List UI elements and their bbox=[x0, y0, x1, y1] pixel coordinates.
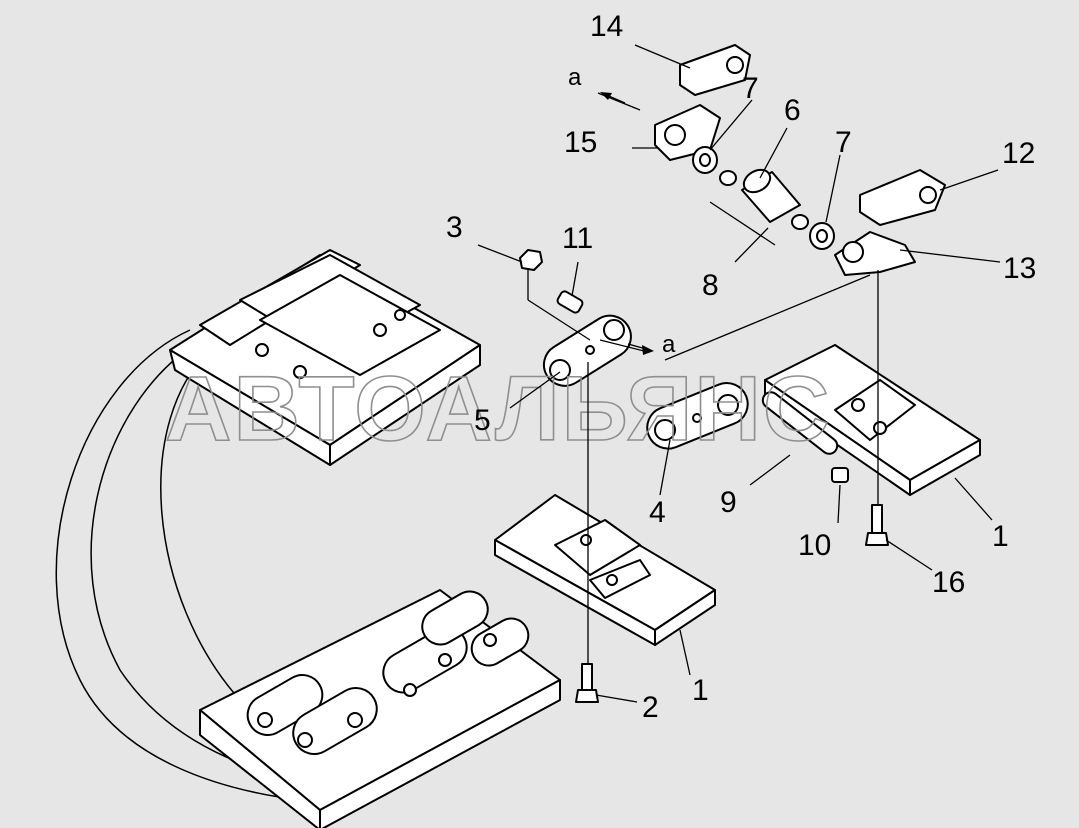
callout-6: 6 bbox=[784, 94, 801, 127]
arrow-label-a-mid: a bbox=[662, 331, 676, 358]
callout-16: 16 bbox=[932, 566, 965, 599]
master-link-13 bbox=[834, 231, 916, 276]
spacer-upper bbox=[719, 170, 737, 186]
seal-7-lower bbox=[809, 222, 835, 250]
callout-4: 4 bbox=[649, 496, 666, 529]
spacer-lower bbox=[791, 214, 809, 230]
callout-14: 14 bbox=[590, 10, 623, 43]
nut-3 bbox=[519, 249, 543, 271]
direction-arrow-a-top bbox=[600, 92, 626, 104]
bolt-11 bbox=[556, 290, 584, 314]
direction-arrow-a-mid bbox=[627, 343, 654, 355]
callout-10: 10 bbox=[798, 529, 831, 562]
upper-track-shoes bbox=[169, 249, 481, 466]
callout-12: 12 bbox=[1002, 137, 1035, 170]
callout-2: 2 bbox=[642, 691, 659, 724]
master-link-14 bbox=[679, 44, 751, 96]
bolt-2 bbox=[575, 663, 599, 703]
callout-1-lower: 1 bbox=[692, 674, 709, 707]
callout-9: 9 bbox=[720, 486, 737, 519]
callout-15: 15 bbox=[564, 126, 597, 159]
track-shoe-lower bbox=[494, 494, 716, 646]
callout-5: 5 bbox=[474, 404, 491, 437]
bushing-6 bbox=[741, 168, 801, 223]
callout-7-upper: 7 bbox=[742, 72, 759, 105]
leader-lines bbox=[477, 44, 1001, 703]
callout-11: 11 bbox=[562, 222, 593, 255]
callout-7-lower: 7 bbox=[835, 126, 852, 159]
callout-8: 8 bbox=[702, 269, 719, 302]
callout-1-right: 1 bbox=[992, 520, 1009, 553]
watermark-text: АВТОАЛЬЯНС bbox=[165, 358, 831, 460]
arrow-label-a-top: a bbox=[568, 64, 582, 91]
bushing-10 bbox=[831, 467, 849, 483]
callout-3: 3 bbox=[446, 211, 463, 244]
bolt-16 bbox=[865, 504, 889, 546]
track-chain-loop bbox=[55, 329, 301, 801]
track-link-4 bbox=[646, 382, 749, 450]
lower-track-chain bbox=[199, 589, 561, 828]
callout-13: 13 bbox=[1003, 252, 1036, 285]
pin-9 bbox=[761, 391, 839, 455]
track-loop-inner bbox=[160, 344, 241, 701]
track-link-5 bbox=[542, 314, 632, 387]
master-link-12 bbox=[859, 169, 946, 226]
track-shoe-right bbox=[764, 344, 981, 496]
seal-7-upper bbox=[692, 146, 718, 174]
